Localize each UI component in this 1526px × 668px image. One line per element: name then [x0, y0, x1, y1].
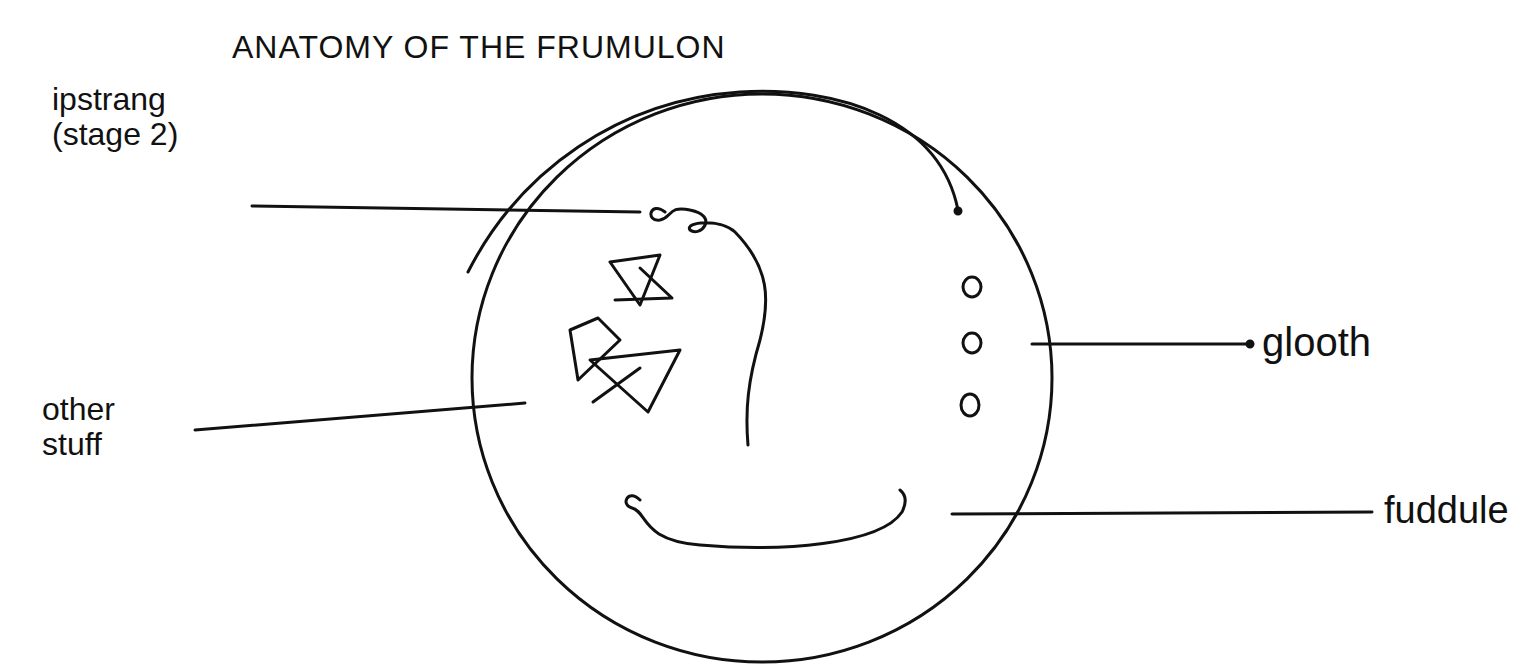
- glooth-dot: [963, 277, 981, 297]
- glooth-dot: [963, 333, 981, 353]
- ipstrang-filament: [651, 208, 766, 445]
- star-shape: [570, 318, 620, 380]
- part-label: ipstrang (stage 2): [52, 82, 232, 152]
- leader-line: [252, 206, 640, 212]
- star-shape: [615, 268, 672, 300]
- stroke-end: [955, 208, 961, 214]
- star-shape: [593, 368, 640, 402]
- leader-line: [1032, 343, 1250, 346]
- lower-curl: [626, 490, 905, 547]
- part-label: fuddule: [1384, 490, 1509, 532]
- outline-overstroke: [468, 91, 958, 272]
- leader-end: [1247, 341, 1253, 347]
- leader-line: [952, 512, 1372, 514]
- star-shape: [590, 350, 680, 412]
- leader-line: [195, 403, 525, 430]
- part-label: other stuff: [42, 392, 182, 462]
- frumulon-outline: [472, 94, 1052, 662]
- part-label: glooth: [1262, 320, 1371, 364]
- diagram-title: ANATOMY OF THE FRUMULON: [232, 30, 726, 65]
- glooth-dot: [961, 394, 979, 416]
